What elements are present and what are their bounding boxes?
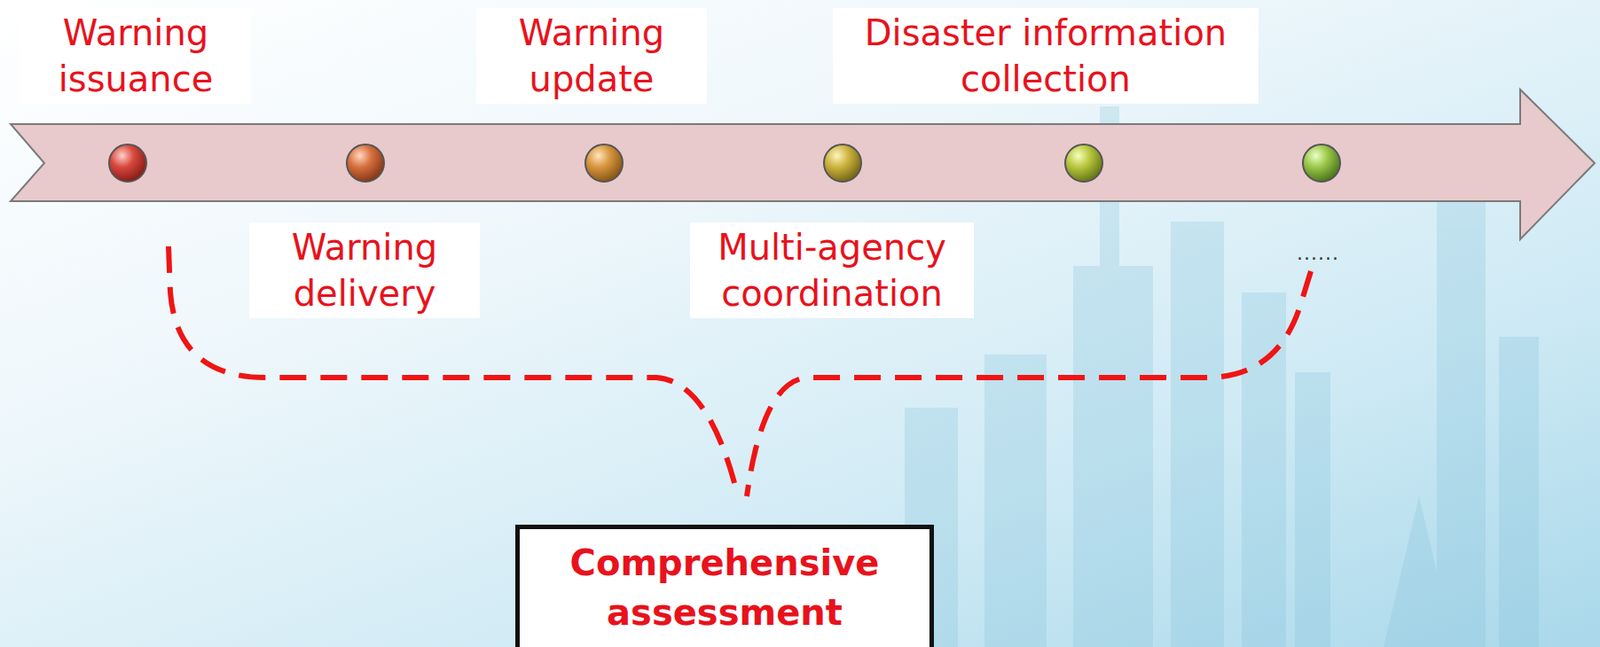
assessment-box: Comprehensive assessment bbox=[515, 525, 934, 647]
stage-label-box: Warning delivery bbox=[249, 222, 480, 319]
stage-label-box: Disaster information collection bbox=[832, 7, 1259, 104]
stage-text: Multi-agency coordination bbox=[700, 224, 964, 317]
ellipsis-label: ...... bbox=[1296, 242, 1340, 265]
timeline-dots bbox=[109, 144, 1341, 182]
stage-text: Warning issuance bbox=[31, 9, 241, 102]
timeline-arrow bbox=[10, 89, 1595, 240]
stage-label-box: Multi-agency coordination bbox=[690, 222, 974, 319]
stage-text: Disaster information collection bbox=[843, 9, 1248, 102]
stage-text: Warning update bbox=[486, 9, 697, 102]
stage-label-box: Warning issuance bbox=[20, 7, 251, 104]
stage-label-box: Warning update bbox=[476, 7, 707, 104]
stage-text: Warning delivery bbox=[259, 224, 470, 317]
stage-text: Comprehensive assessment bbox=[533, 538, 916, 638]
